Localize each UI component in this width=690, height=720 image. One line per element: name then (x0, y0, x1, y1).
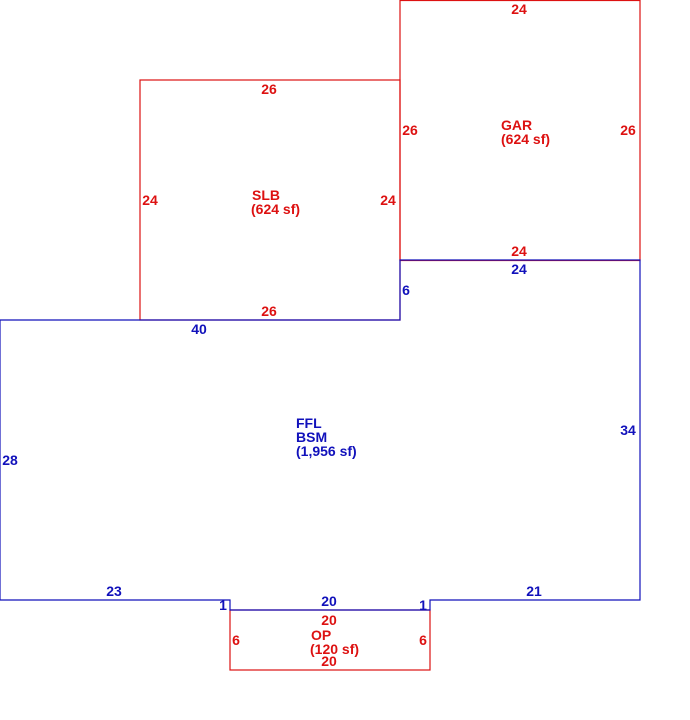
op-area-name: OP (311, 627, 331, 643)
main-right-dim: 34 (620, 422, 636, 438)
main-notch-left-dim: 1 (219, 597, 227, 613)
slb-top-dim: 26 (261, 81, 277, 97)
slb-area-size: (624 sf) (251, 201, 300, 217)
gar-right-dim: 26 (620, 122, 636, 138)
op-bottom-dim: 20 (321, 653, 337, 669)
main-top-left-dim: 40 (191, 321, 207, 337)
main-area-name-1: FFL (296, 415, 322, 431)
op-right-dim: 6 (419, 632, 427, 648)
main-bottom-left-dim: 23 (106, 583, 122, 599)
slb-bottom-dim: 26 (261, 303, 277, 319)
main-top-right-dim: 24 (511, 261, 527, 277)
op-top-dim: 20 (321, 612, 337, 628)
main-notch-bottom-dim: 20 (321, 593, 337, 609)
main-house-outline (0, 259, 641, 611)
op-left-dim: 6 (232, 632, 240, 648)
main-area-name-2: BSM (296, 429, 327, 445)
slb-left-dim: 24 (142, 192, 158, 208)
gar-area-size: (624 sf) (501, 131, 550, 147)
gar-top-dim: 24 (511, 1, 527, 17)
gar-bottom-dim: 24 (511, 243, 527, 259)
gar-area-name: GAR (501, 117, 532, 133)
main-step-dim: 6 (402, 282, 410, 298)
main-bottom-right-dim: 21 (526, 583, 542, 599)
op-area-size: (120 sf) (310, 641, 359, 657)
main-area-size: (1,956 sf) (296, 443, 357, 459)
main-left-dim: 28 (2, 452, 18, 468)
slb-area-name: SLB (252, 187, 280, 203)
gar-left-dim: 26 (402, 122, 418, 138)
main-notch-right-dim: 1 (419, 597, 427, 613)
slb-right-dim: 24 (380, 192, 396, 208)
